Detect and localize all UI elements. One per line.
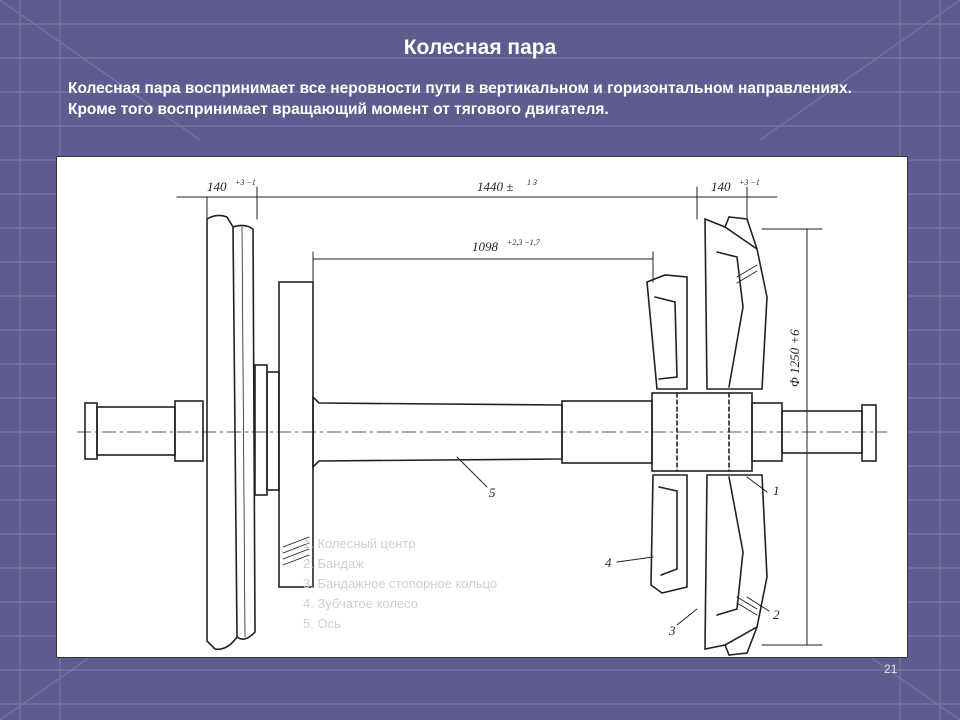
callout-3: 3 [668,623,676,638]
dim-d2-tol: 1 3 [527,178,537,187]
callout-5: 5 [489,485,496,500]
legend-item: 2. Бандаж [303,556,364,571]
legend-item: 1. Колесный центр [303,536,416,551]
dim-d5: Φ 1250 +6 [787,329,802,387]
slide-description: Колесная пара воспринимает все неровност… [68,80,852,118]
callout-1: 1 [773,483,780,498]
legend-item: 4. Зубчатое колесо [303,596,419,611]
legend-item: 3. Бандажное стопорное кольцо [303,576,498,591]
legend-list: 1. Колесный центр 2. Бандаж 3. Бандажное… [303,534,497,634]
dim-d1: 140 [207,179,227,194]
dim-d3: 1098 [472,239,499,254]
callout-2: 2 [773,607,780,622]
callout-4: 4 [605,555,612,570]
legend-item: 5. Ось [303,616,341,631]
dim-d1-tol: +3 −1 [235,178,256,187]
page-number: 21 [884,662,898,676]
wheelset-drawing-svg: 140 +3 −1 1440 ± 1 3 1098 +2,3 −1,7 140 … [76,178,888,656]
dim-d4: 140 [711,179,731,194]
dim-d3-tol: +2,3 −1,7 [507,238,541,247]
dim-d4-tol: +3 −1 [739,178,760,187]
wheelset-drawing: 140 +3 −1 1440 ± 1 3 1098 +2,3 −1,7 140 … [56,156,908,658]
dim-d2: 1440 ± [477,179,513,194]
slide-title: Колесная пара [403,36,557,59]
